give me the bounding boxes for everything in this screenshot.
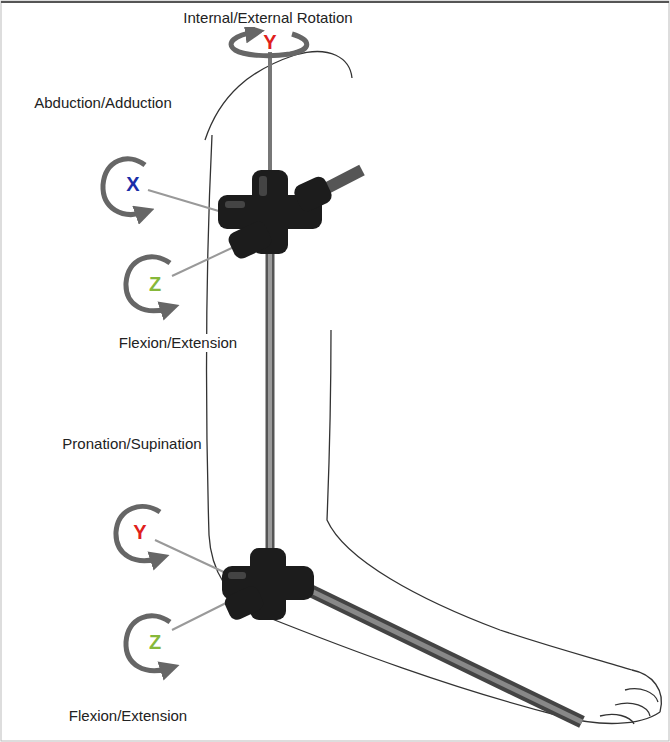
axis-letter: Z <box>148 274 162 294</box>
rotation-arrows <box>103 32 307 671</box>
motion-label: Pronation/Supination <box>60 435 203 453</box>
axis-letter: X <box>125 174 140 194</box>
motion-label: Flexion/Extension <box>67 707 189 725</box>
elbow-joint <box>222 548 314 622</box>
motion-label: Abduction/Adduction <box>32 94 174 112</box>
motion-label: Internal/External Rotation <box>181 9 354 27</box>
axis-letter: Z <box>148 632 162 652</box>
shoulder-joint <box>218 170 334 261</box>
motion-label: Flexion/Extension <box>117 334 239 352</box>
axis-letter: Y <box>132 522 147 542</box>
arm-sketch <box>205 52 661 724</box>
axis-letter: Y <box>262 32 277 52</box>
